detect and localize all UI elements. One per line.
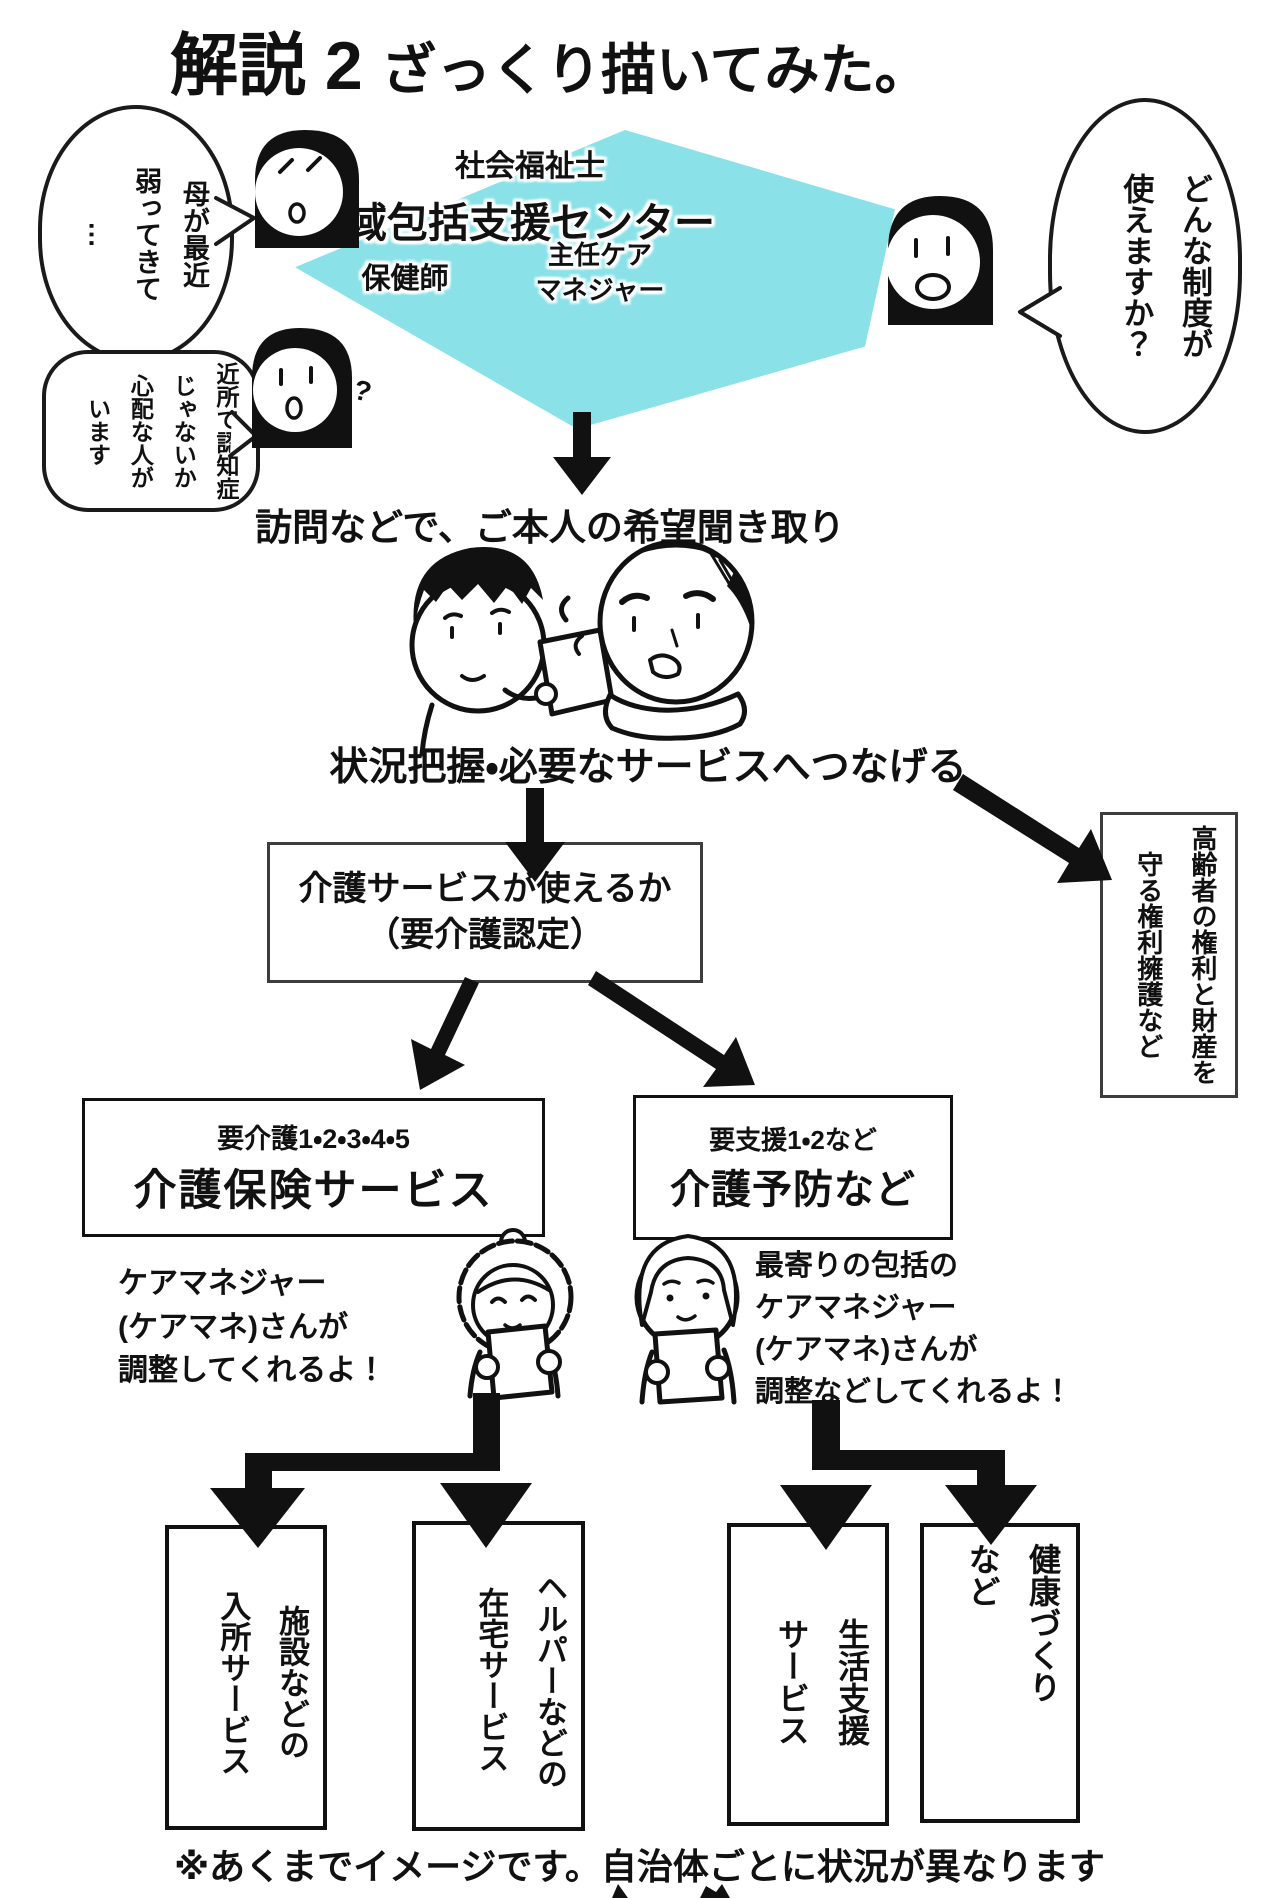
service-line: 施設などの xyxy=(274,1605,309,1760)
page-title: 解説 2 ざっくり描いてみた。 xyxy=(170,10,1110,109)
care-branch-box: 要介護1・2・3・4・5 介護保険サービス xyxy=(82,1098,545,1237)
step-assess-label: 状況把握・必要なサービスへつなげる xyxy=(329,746,967,789)
note-line: 調整などしてくれるよ！ xyxy=(755,1376,1073,1409)
staff-man-figure xyxy=(409,547,615,757)
bubble-line: 近所で認知症 xyxy=(213,362,239,500)
service-box-life-support: 生活支援 サービス xyxy=(727,1523,889,1826)
service-line: ヘルパーなどの xyxy=(532,1571,567,1789)
care-level: 要介護1・2・3・4・5 xyxy=(217,1124,410,1154)
speech-bubble-question: どんな制度が 使えますか？ xyxy=(1048,98,1242,434)
rights-box: 高齢者の権利と財産を 守る権利擁護など xyxy=(1100,812,1238,1098)
service-line: など xyxy=(964,1543,1001,1607)
hexagon-name: 地域包括支援センター xyxy=(305,200,715,246)
service-box-home: ヘルパーなどの 在宅サービス xyxy=(412,1521,585,1831)
care-manager-note: ケアマネジャー (ケアマネ)さんが 調整してくれるよ！ xyxy=(118,1262,478,1393)
hexagon-staff-top: 社会福祉士 xyxy=(455,150,605,183)
service-box-health: 健康づくり など xyxy=(920,1523,1080,1823)
note-line: ケアマネジャー xyxy=(118,1267,327,1300)
speech-bubble-neighbor: 近所で認知症 じゃないか 心配な人が います xyxy=(42,350,260,512)
service-line: 生活支援 xyxy=(834,1617,870,1746)
hexagon-staff-right: マネジャー xyxy=(535,275,665,306)
hexagon-staff-left: 保健師 xyxy=(361,263,449,295)
bubble-line: … xyxy=(83,220,114,248)
diagonal-arrow-care xyxy=(411,977,479,1090)
bubble-line: 使えますか？ xyxy=(1118,173,1154,359)
decision-line: （要介護認定） xyxy=(366,915,604,954)
title-main: 解説 2 xyxy=(170,28,363,104)
service-box-residential: 施設などの 入所サービス xyxy=(165,1525,327,1830)
service-line: 入所サービス xyxy=(215,1589,251,1776)
bubble-line: 弱ってきて xyxy=(131,166,162,302)
prevention-manager-figure xyxy=(634,1234,740,1405)
hexagon-staff-right: 主任ケア xyxy=(547,240,652,270)
surprised-person-icon: ? xyxy=(252,328,375,448)
prevention-note: 最寄りの包括の ケアマネジャー (ケアマネ)さんが 調整などしてくれるよ！ xyxy=(755,1245,1095,1413)
note-line: ケアマネジャー xyxy=(755,1292,957,1325)
care-label: 介護保険サービス xyxy=(133,1167,494,1215)
service-line: 健康づくり xyxy=(1025,1543,1061,1703)
rights-line: 高齢者の権利と財産を xyxy=(1188,825,1218,1085)
rights-line: 守る権利擁護など xyxy=(1133,851,1164,1059)
service-line: 在宅サービス xyxy=(473,1587,509,1773)
question-mark: ? xyxy=(351,374,375,408)
bubble-line: じゃないか xyxy=(170,373,197,489)
bubble-line: どんな制度が xyxy=(1177,173,1212,359)
diagonal-arrow-prevention xyxy=(588,971,755,1087)
decision-box: 介護サービスが使えるか （要介護認定） xyxy=(267,842,703,983)
prevention-branch-box: 要支援1・2など 介護予防など xyxy=(633,1095,953,1240)
speech-bubble-daughter: 母が最近 弱ってきて … xyxy=(38,105,234,363)
service-line: サービス xyxy=(773,1617,810,1746)
prevention-label: 介護予防など xyxy=(670,1168,916,1212)
bubble-line: います xyxy=(84,396,111,466)
footer-disclaimer: ※あくまでイメージです。自治体ごとに状況が異なります xyxy=(174,1846,1105,1887)
note-line: (ケアマネ)さんが xyxy=(118,1310,348,1344)
happy-person-icon xyxy=(886,196,993,325)
decision-line: 介護サービスが使えるか xyxy=(298,869,672,908)
elderly-man-figure xyxy=(559,539,755,741)
note-line: 調整してくれるよ！ xyxy=(118,1354,387,1387)
title-sub: ざっくり描いてみた。 xyxy=(381,39,930,101)
bubble-line: 心配な人が xyxy=(127,373,154,489)
note-line: 最寄りの包括の xyxy=(755,1250,959,1282)
bubble-line: 母が最近 xyxy=(179,180,209,288)
prevention-level: 要支援1・2など xyxy=(709,1125,877,1155)
note-line: (ケアマネ)さんが xyxy=(755,1334,978,1367)
